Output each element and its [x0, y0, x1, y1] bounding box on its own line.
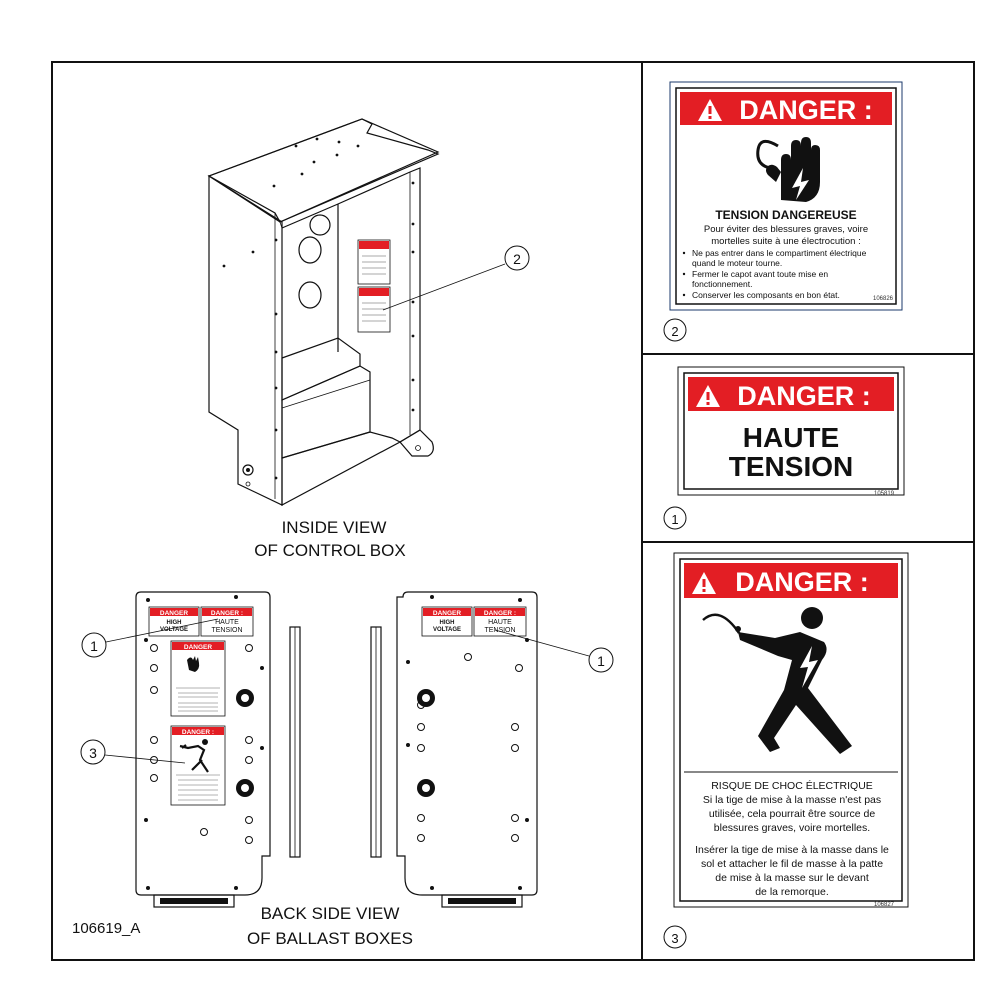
ballast-box-left: DANGER HIGH VOLTAGE DANGER : HAUTE TENSI…: [135, 591, 301, 908]
callout-1-right: 1: [494, 629, 614, 673]
svg-text:DANGER :: DANGER :: [739, 95, 873, 125]
svg-text:sol et attacher le fil de mass: sol et attacher le fil de masse à la pat…: [701, 858, 883, 870]
inside-view-caption-2: OF CONTROL BOX: [254, 541, 405, 560]
svg-text:1: 1: [597, 653, 605, 669]
svg-text:utilisée, cela pourrait être s: utilisée, cela pourrait être source de: [709, 808, 875, 820]
svg-text:de la remorque.: de la remorque.: [755, 886, 829, 898]
svg-text:1: 1: [90, 638, 98, 654]
svg-text:HIGH: HIGH: [440, 620, 455, 626]
svg-text:VOLTAGE: VOLTAGE: [433, 627, 461, 633]
svg-text:2: 2: [513, 251, 521, 267]
svg-text:DANGER :: DANGER :: [737, 381, 871, 411]
svg-text:DANGER: DANGER: [184, 644, 212, 651]
callout-2: 2: [382, 245, 530, 311]
inside-view-caption-1: INSIDE VIEW: [282, 518, 387, 537]
svg-text:HIGH: HIGH: [167, 620, 182, 626]
svg-text:Ne pas entrer dans le comparti: Ne pas entrer dans le compartiment élect…: [692, 248, 867, 258]
svg-text:de mise à la masse sur le deva: de mise à la masse sur le devant: [715, 872, 869, 884]
svg-text:DANGER :: DANGER :: [735, 567, 869, 597]
outer-frame: [51, 61, 975, 961]
svg-text:Fermer le capot avant toute mi: Fermer le capot avant toute mise en: [692, 269, 828, 279]
svg-text:fonctionnement.: fonctionnement.: [692, 279, 752, 289]
label-3-number: 3: [663, 925, 687, 949]
back-view-caption-1: BACK SIDE VIEW: [261, 904, 400, 923]
label-1-haute-tension: DANGER : HAUTE TENSION 105819: [677, 366, 905, 497]
svg-text:3: 3: [89, 745, 97, 761]
svg-text:HAUTE: HAUTE: [743, 422, 839, 453]
control-box-drawing: [207, 118, 440, 507]
svg-text:TENSION: TENSION: [484, 627, 515, 634]
svg-text:DANGER :: DANGER :: [182, 729, 214, 736]
svg-text:blessures graves, voire mortel: blessures graves, voire mortelles.: [714, 822, 870, 834]
label-2-tension-dangereuse: DANGER : TENSION DANGEREUSE Pour éviter …: [669, 81, 903, 311]
svg-text:DANGER: DANGER: [433, 610, 461, 617]
svg-text:TENSION: TENSION: [211, 627, 242, 634]
svg-text:106826: 106826: [873, 296, 894, 302]
svg-text:RISQUE DE CHOC ÉLECTRIQUE: RISQUE DE CHOC ÉLECTRIQUE: [711, 779, 873, 792]
ballast-box-right: DANGER HIGH VOLTAGE DANGER : HAUTE TENSI…: [370, 591, 538, 908]
label-3-choc-electrique: DANGER : RISQUE DE CHOC ÉLECTRIQUE Si la…: [673, 552, 909, 908]
svg-text:106827: 106827: [874, 902, 895, 908]
svg-text:mortelles suite à une électroc: mortelles suite à une électrocution :: [711, 236, 860, 247]
svg-text:Pour éviter des blessures grav: Pour éviter des blessures graves, voire: [704, 224, 868, 235]
svg-text:DANGER :: DANGER :: [211, 610, 243, 617]
svg-text:HAUTE: HAUTE: [215, 619, 239, 626]
label-2-number: 2: [663, 318, 687, 342]
back-view-caption-2: OF BALLAST BOXES: [247, 929, 413, 948]
svg-text:DANGER: DANGER: [160, 610, 188, 617]
svg-text:TENSION: TENSION: [729, 451, 853, 482]
callout-3-left: 3: [80, 739, 186, 765]
svg-text:Conserver les composants en bo: Conserver les composants en bon état.: [692, 290, 840, 300]
svg-text:DANGER :: DANGER :: [484, 610, 516, 617]
svg-text:quand le moteur tourne.: quand le moteur tourne.: [692, 258, 782, 268]
svg-text:1: 1: [671, 512, 678, 527]
svg-text:3: 3: [671, 931, 678, 946]
drawing-id: 106619_A: [72, 920, 140, 937]
callout-1-left: 1: [81, 618, 219, 658]
label-1-number: 1: [663, 506, 687, 530]
svg-text:VOLTAGE: VOLTAGE: [160, 627, 188, 633]
svg-text:2: 2: [671, 324, 678, 339]
svg-text:Insérer la tige de mise à la m: Insérer la tige de mise à la masse dans …: [695, 844, 889, 856]
svg-text:TENSION DANGEREUSE: TENSION DANGEREUSE: [715, 208, 856, 222]
svg-text:105819: 105819: [874, 491, 895, 497]
svg-text:HAUTE: HAUTE: [488, 619, 512, 626]
svg-text:Si la tige de mise à la masse: Si la tige de mise à la masse n'est pas: [703, 794, 881, 806]
